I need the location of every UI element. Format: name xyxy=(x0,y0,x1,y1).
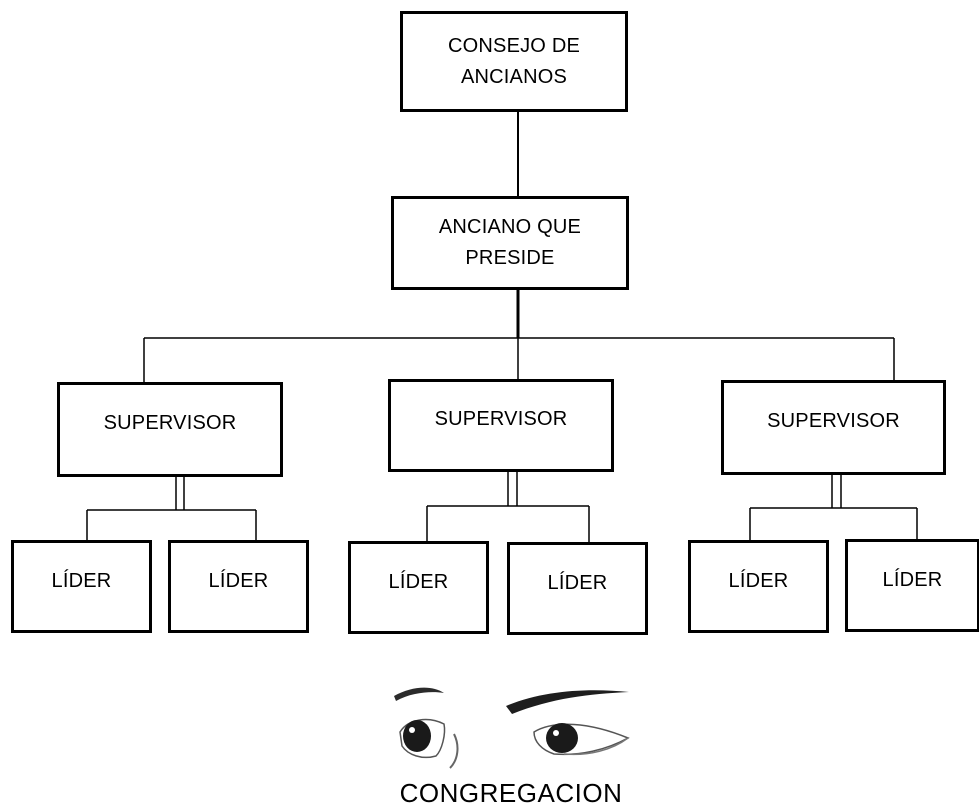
supervisor-label: SUPERVISOR xyxy=(103,412,237,434)
leader-box-5: LÍDER xyxy=(688,540,829,633)
leader-label: LÍDER xyxy=(882,569,943,591)
leader-label: LÍDER xyxy=(51,570,112,592)
consejo-line-1: CONSEJO DE xyxy=(447,34,581,57)
leader-label: LÍDER xyxy=(388,571,449,593)
supervisor-box-2: SUPERVISOR xyxy=(388,379,614,472)
eyes-icon xyxy=(394,687,630,769)
anciano-line-2: PRESIDE xyxy=(465,247,555,269)
anciano-line-1: ANCIANO QUE xyxy=(438,216,582,238)
leader-label: LÍDER xyxy=(208,570,269,592)
leader-box-3: LÍDER xyxy=(348,541,489,634)
supervisor-box-3: SUPERVISOR xyxy=(721,380,946,475)
supervisor-label: SUPERVISOR xyxy=(767,410,900,432)
leader-box-4: LÍDER xyxy=(507,542,648,635)
consejo-de-ancianos-box: CONSEJO DE ANCIANOS xyxy=(400,11,628,112)
consejo-line-2: ANCIANOS xyxy=(460,65,568,88)
anciano-que-preside-box: ANCIANO QUE PRESIDE xyxy=(391,196,629,290)
leader-label: LÍDER xyxy=(547,572,608,594)
leader-box-2: LÍDER xyxy=(168,540,309,633)
leader-box-6: LÍDER xyxy=(845,539,979,632)
supervisor-label: SUPERVISOR xyxy=(434,408,568,430)
leader-label: LÍDER xyxy=(728,570,789,592)
leader-box-1: LÍDER xyxy=(11,540,152,633)
congregacion-label: CONGREGACION xyxy=(399,778,623,808)
supervisor-box-1: SUPERVISOR xyxy=(57,382,283,477)
